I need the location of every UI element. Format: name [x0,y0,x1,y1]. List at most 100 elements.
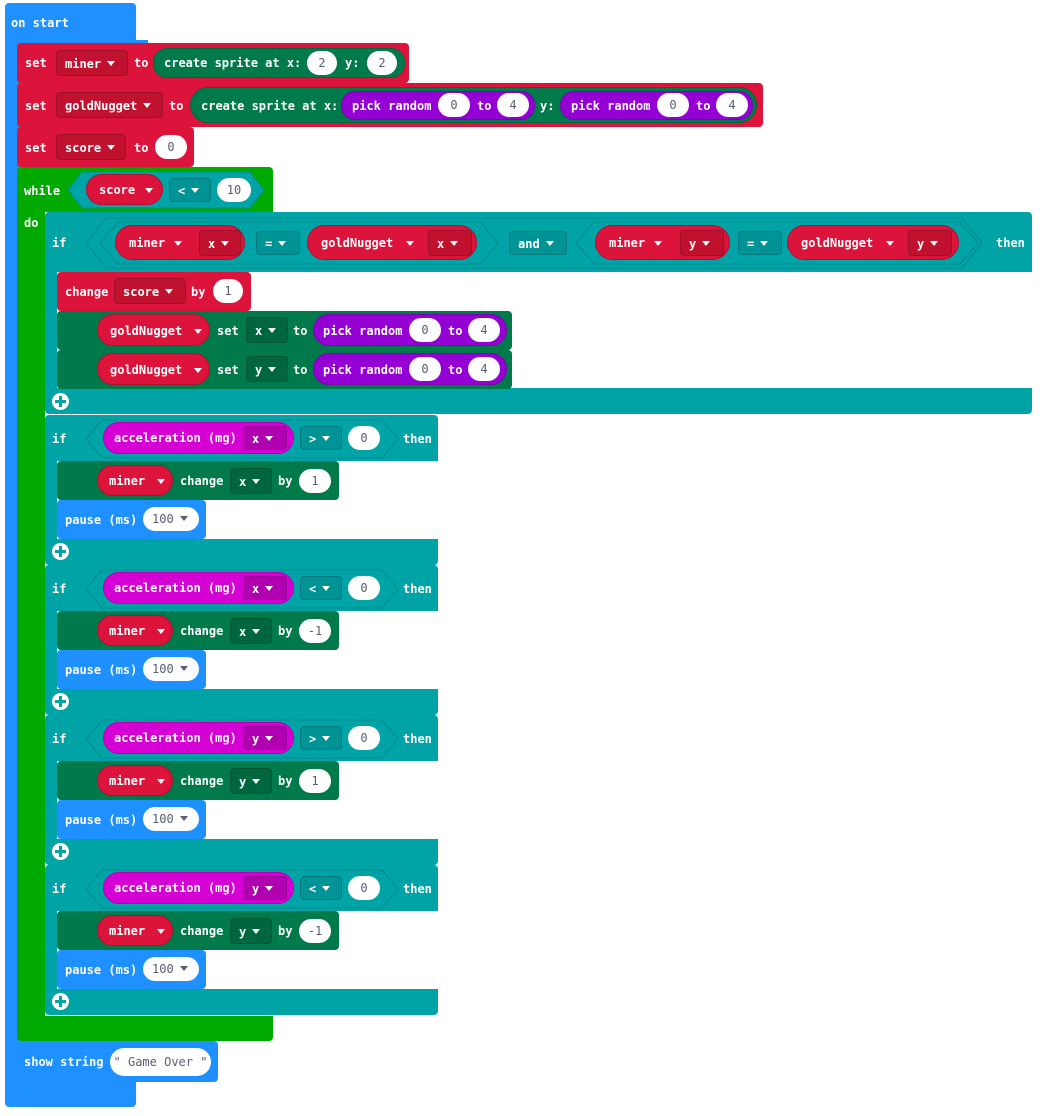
gold-set-y-sprite[interactable]: goldNugget [97,353,210,385]
eq2-text: = [747,237,755,251]
change-score-label: change [65,285,109,299]
set-score-var-dropdown[interactable]: score [56,134,126,160]
tilt-4-axis-dropdown[interactable]: y [243,876,287,900]
tilt-4-pause-ms-text: 100 [152,962,174,976]
tilt-3-axis-dropdown[interactable]: y [243,726,287,750]
set-gold-var-dropdown[interactable]: goldNugget [56,92,163,118]
tilt-2-op-dropdown[interactable]: < [300,576,342,600]
tilt-3-pause-dropdown[interactable]: 100 [143,807,199,831]
gold-set-x-prop-dropdown[interactable]: x [246,317,288,343]
gold-set-x-min[interactable]: 0 [409,318,441,342]
tilt-1-op-dropdown[interactable]: > [300,426,342,450]
tilt-1-prop-dropdown[interactable]: x [230,468,272,494]
while-score-var[interactable]: score [86,174,163,205]
tilt-4-sprite-text: miner [109,924,146,938]
chevron-down-icon [268,328,277,333]
chevron-down-icon [179,516,188,521]
eq1-dropdown[interactable]: = [256,231,300,255]
tilt-2-if-label: if [52,582,67,596]
add-else-icon[interactable] [52,993,69,1010]
tilt-1-sprite-pill[interactable]: miner [97,465,173,496]
do-label: do [24,216,39,230]
tilt-3-prop-dropdown[interactable]: y [230,768,272,794]
tilt-4-prop-dropdown[interactable]: y [230,918,272,944]
on-start-label: on start [11,16,69,30]
show-string-label: show string [24,1055,104,1069]
tilt-2-accel-label: acceleration (mg) [114,581,237,595]
miner-x-input[interactable]: 2 [307,51,337,75]
tilt-2-value-input[interactable]: 0 [348,576,380,600]
while-label: while [24,184,61,198]
chevron-down-icon [179,816,188,821]
miner-x-prop-dropdown[interactable]: x [199,230,241,256]
change-score-var-dropdown[interactable]: score [114,278,186,304]
miner-y-label: y: [345,56,360,70]
tilt-3-op-dropdown[interactable]: > [300,726,342,750]
tilt-4-op-dropdown[interactable]: < [300,876,342,900]
tilt-2-pause-dropdown[interactable]: 100 [143,657,199,681]
while-op-text: < [178,184,186,198]
tilt-1-axis-text: x [252,432,260,446]
show-string-text-input[interactable]: " Game Over " [110,1048,211,1076]
chevron-down-icon [252,929,261,934]
tilt-2-then-label: then [403,582,432,596]
while-value-input[interactable]: 10 [217,178,251,202]
tilt-2-delta-input[interactable]: -1 [299,619,331,643]
tilt-2-prop-dropdown[interactable]: x [230,618,272,644]
tilt-3-sprite-pill[interactable]: miner [97,765,173,796]
add-else-icon[interactable] [52,843,69,860]
chevron-down-icon [322,886,331,891]
eq2-dropdown[interactable]: = [738,231,782,255]
tilt-2-change-label: change [180,624,224,638]
miner-y-prop-dropdown[interactable]: y [680,230,724,256]
gold-set-y-prop-dropdown[interactable]: y [246,356,288,382]
miner-y-input[interactable]: 2 [367,51,397,75]
pick-random-x-min[interactable]: 0 [438,93,470,117]
while-op-dropdown[interactable]: < [169,178,211,202]
gold-set-x-sprite[interactable]: goldNugget [97,314,210,346]
tilt-1-pause-dropdown[interactable]: 100 [143,507,199,531]
tilt-3-delta-input[interactable]: 1 [299,769,331,793]
add-else-icon[interactable] [52,693,69,710]
tilt-1-pause-ms-text: 100 [152,512,174,526]
and-dropdown[interactable]: and [509,231,567,255]
chevron-down-icon [252,629,261,634]
pick-random-x-max[interactable]: 4 [497,93,529,117]
gold-x-prop-text: x [437,237,445,251]
tilt-1-value-input[interactable]: 0 [348,426,380,450]
create-sprite-miner-block[interactable] [153,48,405,78]
change-score-value[interactable]: 1 [213,279,243,303]
tilt-1-axis-dropdown[interactable]: x [243,426,287,450]
add-else-icon[interactable] [52,543,69,560]
add-else-icon[interactable] [52,393,69,410]
and-text: and [518,237,540,251]
chevron-down-icon [252,779,261,784]
gold-set-x-prop-text: x [255,324,263,338]
set-miner-var-dropdown[interactable]: miner [56,50,128,76]
tilt-3-value-input[interactable]: 0 [348,726,380,750]
set-gold-var-text: goldNugget [65,99,138,113]
gold-set-y-min[interactable]: 0 [409,357,441,381]
pick-random-y-min[interactable]: 0 [657,93,689,117]
gold-x-prop-dropdown[interactable]: x [428,230,472,256]
tilt-1-delta-input[interactable]: 1 [299,469,331,493]
chevron-down-icon [265,886,274,891]
chevron-down-icon [107,145,116,150]
gold-set-y-set-label: set [217,363,239,377]
tilt-2-sprite-pill[interactable]: miner [97,615,173,646]
gold-set-y-max[interactable]: 4 [468,357,500,381]
tilt-4-value-input[interactable]: 0 [348,876,380,900]
tilt-4-delta-input[interactable]: -1 [299,919,331,943]
gold-y-prop-dropdown[interactable]: y [908,230,952,256]
set-score-value[interactable]: 0 [155,135,187,159]
pick-random-x-label: pick random [352,99,432,113]
set-gold-set-label: set [25,99,47,113]
tilt-4-sprite-pill[interactable]: miner [97,915,173,946]
tilt-4-pause-dropdown[interactable]: 100 [143,957,199,981]
tilt-2-axis-dropdown[interactable]: x [243,576,287,600]
pick-random-y-max[interactable]: 4 [716,93,748,117]
tilt-4-if-label: if [52,882,67,896]
gold-set-x-max[interactable]: 4 [468,318,500,342]
gold-set-x-random-label: pick random [323,324,403,338]
chevron-down-icon [194,329,202,334]
